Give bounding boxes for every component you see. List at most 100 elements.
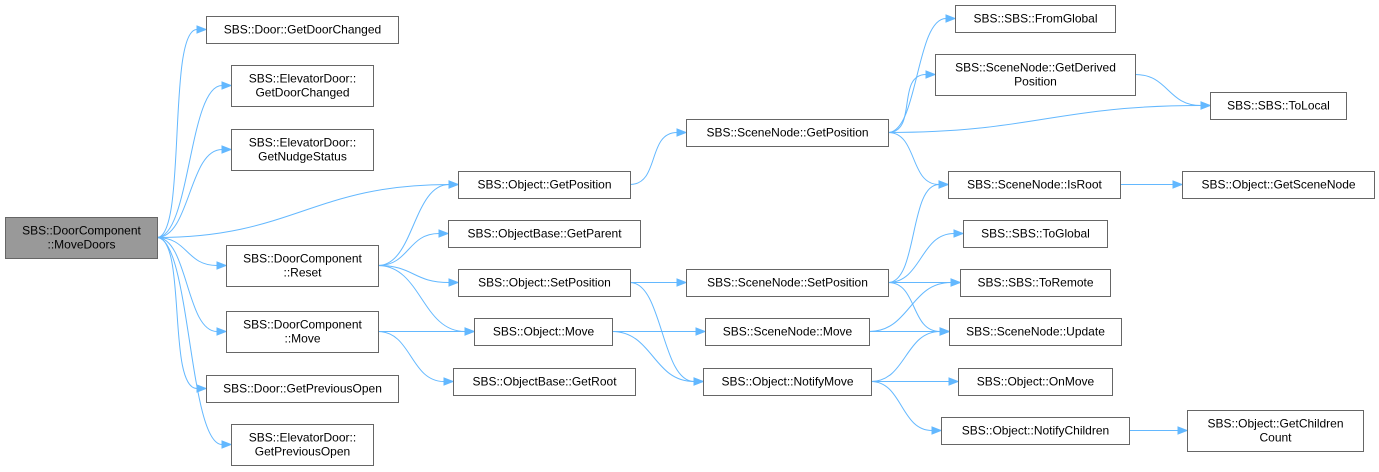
arrowhead-icon [695,327,707,336]
function-node[interactable]: SBS::ObjectBase::GetRoot [453,368,636,396]
arrowhead-icon [1172,180,1184,189]
function-node[interactable]: SBS::DoorComponent::Move [226,311,379,353]
node-label: SBS::DoorComponent [22,224,141,238]
edge-line [868,282,952,332]
function-node[interactable]: SBS::SBS::FromGlobal [955,5,1116,33]
node-box [958,368,1113,396]
edge-line [156,237,223,445]
node-label: SBS::Object::OnMove [977,375,1095,389]
function-node[interactable]: SBS::ElevatorDoor::GetNudgeStatus [231,129,374,171]
arrowhead-icon [448,278,460,287]
node-label: SBS::SceneNode::SetPosition [707,276,868,290]
node-box [448,220,641,248]
arrowhead-icon [938,180,950,189]
node-label: Count [1259,431,1292,445]
node-box [686,119,889,147]
root-function-node[interactable]: SBS::DoorComponent::MoveDoors [5,217,158,259]
function-node[interactable]: SBS::SceneNode::Update [949,318,1122,346]
edge-line [887,282,941,332]
function-node[interactable]: SBS::SBS::ToGlobal [963,220,1108,248]
arrowhead-icon [438,229,450,238]
node-label: SBS::SceneNode::IsRoot [967,178,1102,192]
node-label: Position [1014,75,1057,89]
node-label: ::Move [284,332,320,346]
call-edge [1134,74,1212,110]
function-node[interactable]: SBS::SBS::ToLocal [1210,92,1347,120]
call-edge [1129,426,1189,435]
call-edge [871,377,960,386]
function-node[interactable]: SBS::Object::SetPosition [458,269,631,297]
node-label: SBS::SceneNode::GetPosition [706,126,868,140]
node-box [686,269,889,297]
arrowhead-icon [693,377,705,386]
function-node[interactable]: SBS::ObjectBase::GetParent [448,220,641,248]
arrowhead-icon [931,426,943,435]
edge-line [377,184,450,266]
edge-line [611,331,695,382]
edge-line [377,265,450,283]
function-node[interactable]: SBS::Door::GetDoorChanged [206,16,399,44]
node-box [231,129,374,171]
edge-line [377,331,445,382]
arrowhead-icon [216,261,228,270]
call-edge [887,282,951,336]
node-label: SBS::SBS::FromGlobal [973,12,1097,26]
node-label: SBS::Object::GetPosition [477,178,611,192]
edge-line [156,237,198,389]
node-label: SBS::Object::Move [493,325,595,339]
call-edge [156,145,233,238]
node-box [458,171,631,199]
edge-line [156,184,450,238]
arrowhead-icon [443,377,455,386]
node-label: SBS::Door::GetPreviousOpen [223,382,382,396]
function-node[interactable]: SBS::SceneNode::Move [705,318,870,346]
function-node[interactable]: SBS::Object::NotifyMove [703,368,872,396]
node-label: SBS::SBS::ToRemote [977,276,1093,290]
node-box [703,368,872,396]
arrowhead-icon [448,180,460,189]
edge-line [156,85,223,238]
function-node[interactable]: SBS::ElevatorDoor::GetDoorChanged [231,65,374,107]
arrowhead-icon [221,145,233,154]
function-node[interactable]: SBS::SceneNode::IsRoot [948,171,1121,199]
call-edge [156,237,228,270]
function-node[interactable]: SBS::SceneNode::GetPosition [686,119,889,147]
function-node[interactable]: SBS::Object::Move [474,318,613,346]
call-edge [887,14,957,133]
arrowhead-icon [676,128,688,137]
arrowhead-icon [953,229,965,238]
edge-line [887,74,927,133]
call-edge [377,265,460,287]
function-node[interactable]: SBS::ElevatorDoor::GetPreviousOpen [231,424,374,466]
node-label: SBS::ElevatorDoor:: [249,136,356,150]
call-edge [629,128,688,185]
call-edge [156,25,208,238]
arrowhead-icon [939,327,951,336]
node-box [206,16,399,44]
node-box [1182,171,1375,199]
node-box [231,424,374,466]
function-node[interactable]: SBS::SceneNode::SetPosition [686,269,889,297]
call-edge [377,229,450,266]
function-node[interactable]: SBS::Door::GetPreviousOpen [206,375,399,403]
function-node[interactable]: SBS::Object::NotifyChildren [941,417,1130,445]
node-label: SBS::Object::NotifyMove [721,375,853,389]
function-node[interactable]: SBS::Object::GetSceneNode [1182,171,1375,199]
node-box [705,318,870,346]
node-box [1187,410,1364,452]
node-label: SBS::ElevatorDoor:: [249,72,356,86]
edge-line [887,184,940,283]
arrowhead-icon [676,278,688,287]
function-node[interactable]: SBS::Object::OnMove [958,368,1113,396]
function-node[interactable]: SBS::DoorComponent::Reset [226,245,379,287]
node-label: SBS::ObjectBase::GetRoot [472,375,617,389]
edge-line [377,265,466,332]
node-label: SBS::Door::GetDoorChanged [224,23,381,37]
function-node[interactable]: SBS::SBS::ToRemote [960,269,1111,297]
function-node[interactable]: SBS::Object::GetPosition [458,171,631,199]
edge-line [887,132,940,185]
call-edge [629,278,688,287]
